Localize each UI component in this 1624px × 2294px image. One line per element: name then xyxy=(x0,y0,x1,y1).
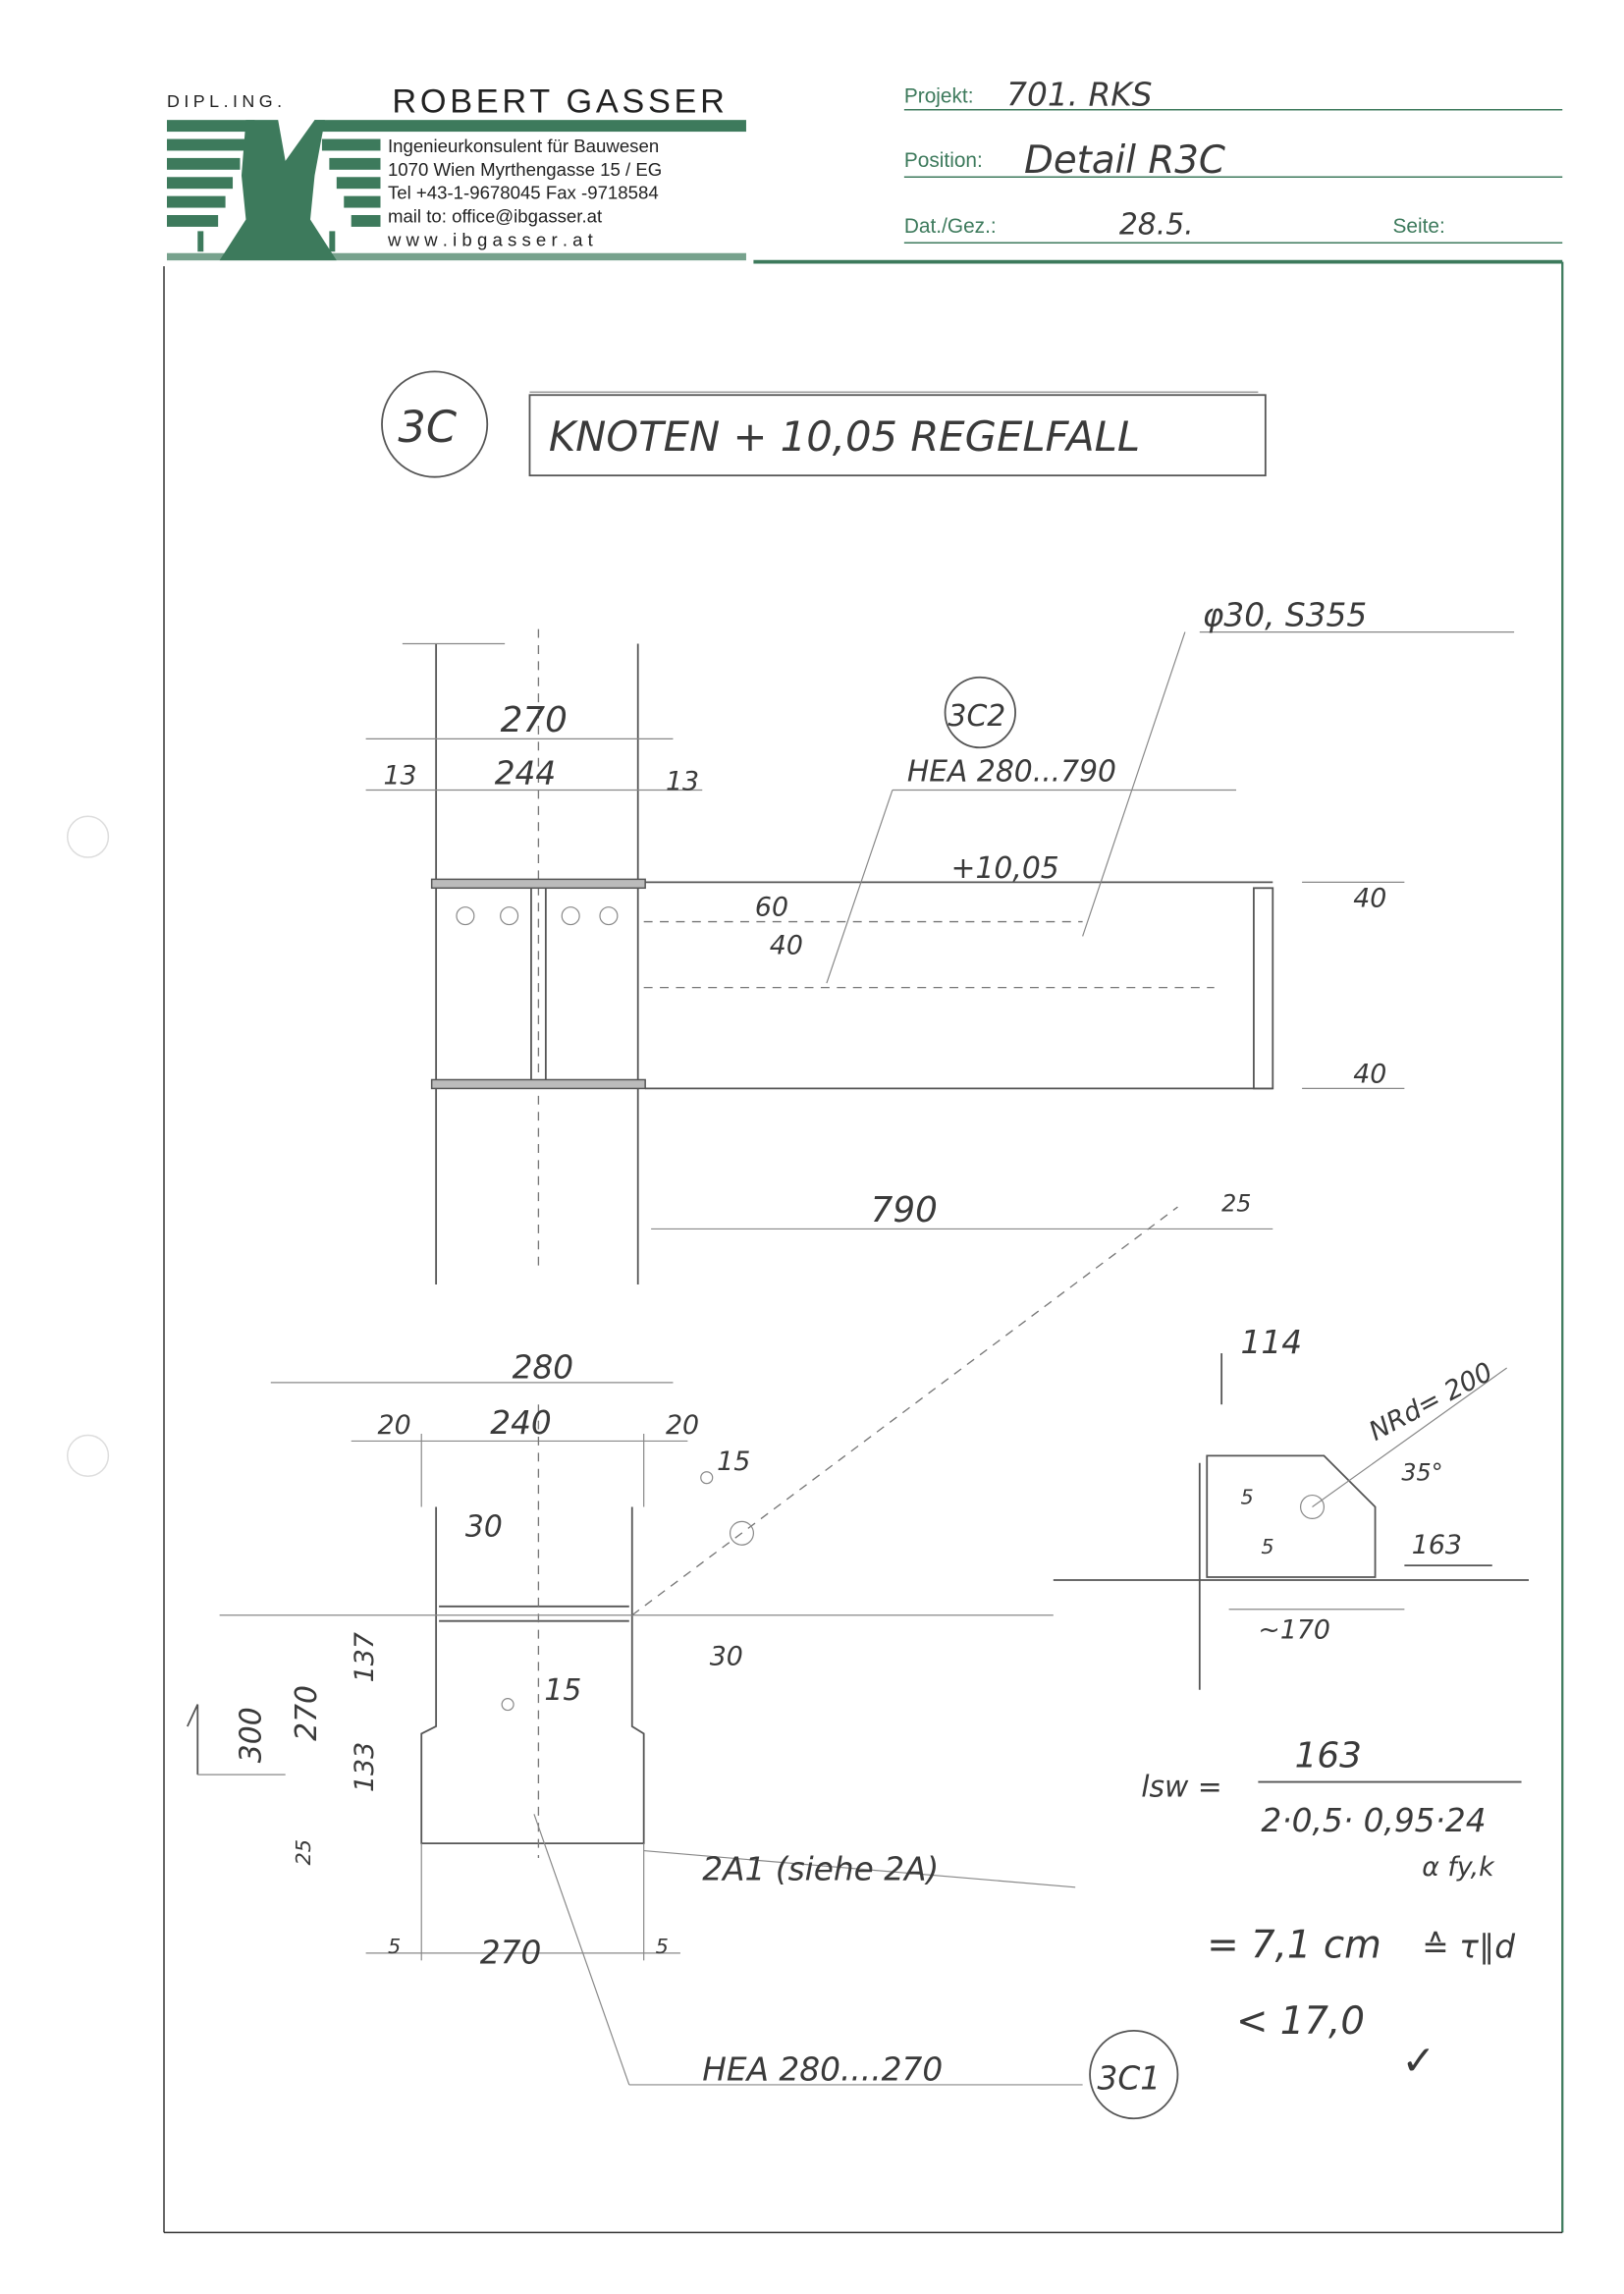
dim-label: 5 xyxy=(656,1935,669,1958)
dim-label: 25 xyxy=(292,1839,315,1866)
address-line: w w w . i b g a s s e r . a t xyxy=(387,229,594,249)
sheet-frame xyxy=(163,259,1564,2234)
weld-calculation: lsw = 163 2·0,5· 0,95·24 α fy,k = 7,1 cm… xyxy=(1141,1736,1522,2085)
position-label: Position: xyxy=(904,149,983,172)
elevation-view: φ30, S355 3C2 HEA 280...790 +10,05 270 1… xyxy=(365,597,1515,1285)
dim-label: 15 xyxy=(544,1673,581,1708)
dim-label: 790 xyxy=(871,1190,938,1230)
dim-label: 13 xyxy=(383,761,416,792)
beam-label-plan: HEA 280....270 xyxy=(702,2050,943,2088)
angle-label: 35° xyxy=(1401,1459,1442,1487)
plate-note: 2A1 (siehe 2A) xyxy=(702,1850,939,1887)
weld-horizontal: 5 xyxy=(1261,1535,1273,1558)
detail-heading: 3C KNOTEN + 10,05 REGELFALL xyxy=(381,370,1267,478)
calc-denominator: 2·0,5· 0,95·24 xyxy=(1261,1802,1486,1839)
dim-label: 25 xyxy=(1221,1190,1251,1218)
position-value: Detail R3C xyxy=(1024,138,1225,183)
dim-label: 20 xyxy=(666,1410,699,1441)
weld-vertical: 5 xyxy=(1241,1486,1254,1509)
dim-label: 270 xyxy=(290,1685,324,1741)
calc-numerator: 163 xyxy=(1295,1736,1362,1776)
calc-equivalence: ≙ τ∥d xyxy=(1422,1928,1515,1965)
detail-id: 3C xyxy=(398,402,457,453)
plan-view: 280 20 240 20 15 30 30 15 300 270 137 13… xyxy=(187,1206,1179,2120)
dim-label: 133 xyxy=(350,1742,380,1792)
date-label: Dat./Gez.: xyxy=(904,215,997,238)
dim-label: 40 xyxy=(770,930,803,960)
section-ref-3c1: 3C1 xyxy=(1098,2059,1162,2097)
company-name: ROBERT GASSER xyxy=(392,83,728,121)
calc-limit: < 17,0 xyxy=(1236,1999,1365,2044)
dim-label: 244 xyxy=(495,755,557,792)
dim-label: 60 xyxy=(755,893,788,923)
dim-label: 300 xyxy=(234,1707,268,1763)
dim-label: 30 xyxy=(710,1641,743,1671)
weld-length: ~170 xyxy=(1258,1615,1330,1646)
address-line: mail to: office@ibgasser.at xyxy=(388,205,603,226)
punch-hole-icon xyxy=(66,815,110,858)
punch-hole-icon xyxy=(66,1434,110,1477)
level-label: +10,05 xyxy=(951,851,1059,886)
header-fields: Projekt: 701. RKS Position: Detail R3C D… xyxy=(904,76,1563,245)
rod-label: φ30, S355 xyxy=(1203,597,1367,634)
dim-label: 40 xyxy=(1353,884,1386,914)
force-diagonal: NRd= 200 xyxy=(1364,1357,1497,1447)
eagle-logo-icon xyxy=(167,120,746,261)
address-line: Tel +43-1-9678045 Fax -9718584 xyxy=(388,183,659,203)
dim-label: 280 xyxy=(513,1348,574,1386)
dim-label: 137 xyxy=(350,1632,380,1682)
projekt-value: 701. RKS xyxy=(1006,76,1152,113)
section-ref-3c2: 3C2 xyxy=(948,699,1006,734)
date-value: 28.5. xyxy=(1119,207,1194,242)
beam-label-elevation: HEA 280...790 xyxy=(907,755,1116,790)
title-prefix: DIPL.ING. xyxy=(167,91,287,111)
address-line: Ingenieurkonsulent für Bauwesen xyxy=(388,136,659,156)
dim-label: 270 xyxy=(501,700,568,740)
detail-title: KNOTEN + 10,05 REGELFALL xyxy=(549,412,1140,461)
calc-lhs: lsw = xyxy=(1141,1770,1222,1804)
address-line: 1070 Wien Myrthengasse 15 / EG xyxy=(388,159,662,180)
calc-factor-labels: α fy,k xyxy=(1422,1852,1495,1883)
dim-label: 20 xyxy=(378,1410,411,1441)
calc-result: = 7,1 cm xyxy=(1207,1923,1381,1967)
dim-label: 30 xyxy=(465,1509,503,1544)
weld-detail: 114 NRd= 200 35° 5 5 163 ~170 xyxy=(1053,1324,1529,1690)
page-label: Seite: xyxy=(1392,215,1444,238)
projekt-label: Projekt: xyxy=(904,84,974,107)
force-horizontal: 163 xyxy=(1412,1530,1462,1560)
dim-label: 15 xyxy=(717,1447,750,1477)
force-up: 114 xyxy=(1241,1324,1303,1361)
letterhead: DIPL.ING. ROBERT GASSER Ingenieurkonsule… xyxy=(167,83,746,261)
dim-label: 270 xyxy=(480,1934,542,1971)
dim-label: 240 xyxy=(490,1404,552,1442)
dim-label: 13 xyxy=(666,766,699,796)
dim-label: 5 xyxy=(388,1935,401,1958)
check-mark-icon: ✓ xyxy=(1401,2037,1435,2085)
dim-label: 40 xyxy=(1353,1059,1386,1089)
